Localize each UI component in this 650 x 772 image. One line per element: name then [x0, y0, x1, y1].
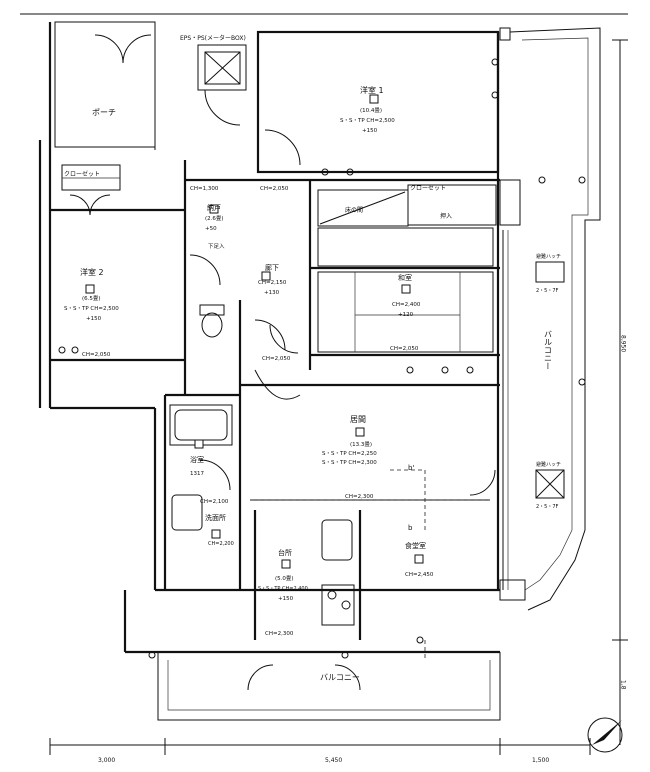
western1-size: (10.4畳): [360, 107, 382, 114]
western1-spec2: +150: [362, 128, 378, 134]
storage-room-size: (2.6畳): [205, 215, 224, 222]
japanese-tokonoma: 床の間: [345, 206, 363, 214]
closet-w2-label: クローゼット: [64, 170, 100, 178]
kitchen-size: (5.0畳): [275, 575, 294, 582]
kitchen-spec2: +150: [278, 596, 294, 602]
corridor-ch-mid: CH=2,050: [390, 346, 419, 352]
living-size: (13.3畳): [350, 441, 372, 448]
bath-size: 1317: [190, 471, 204, 477]
top-equipment-label: EPS・PS(メーターBOX): [180, 34, 246, 42]
storage-room-name: 納戸: [207, 203, 221, 212]
living-ch: CH=2,300: [345, 494, 374, 500]
fixtures: [58, 27, 586, 691]
washroom-ch2: CH=2,200: [208, 541, 234, 547]
living-spec1: S・S・TP CH=2,250: [322, 451, 377, 457]
labels: EPS・PS(メーターBOX) ポーチ 洋室 1 (10.4畳) S・S・TP …: [64, 34, 627, 764]
dim-side-bottom: 1,8: [620, 680, 627, 690]
western1-spec1: S・S・TP CH=2,500: [340, 118, 395, 124]
western2-name: 洋室 2: [80, 267, 104, 277]
washroom-name: 洗面所: [205, 513, 226, 522]
western2-spec1: S・S・TP CH=2,500: [64, 306, 119, 312]
kitchen-name: 台所: [278, 548, 292, 557]
closet-w1-label: クローゼット: [410, 184, 446, 192]
storage-room-level: +50: [205, 226, 217, 232]
mark-b-top: b': [408, 464, 414, 472]
storage-room-ch: CH=1,300: [190, 186, 219, 192]
north-arrow-icon: [587, 717, 623, 753]
western2-spec2: +150: [86, 316, 102, 322]
corridor-level: +130: [264, 290, 280, 296]
corridor-ch-bottom: CH=2,050: [262, 356, 291, 362]
mark-b-bottom: b: [408, 524, 413, 532]
japanese-ch: CH=2,400: [392, 302, 421, 308]
hatch-sub-1: 2・5・7F: [536, 288, 559, 294]
corridor-name: 廊下: [265, 263, 279, 272]
dim-middle: 5,450: [325, 757, 342, 764]
living-spec2: S・S・TP CH=2,300: [322, 460, 377, 466]
dining-name: 食堂室: [405, 541, 426, 550]
dim-left: 3,000: [98, 757, 115, 764]
hatch-label-2: 避難ハッチ: [536, 461, 561, 468]
hatch-sub-2: 2・5・7F: [536, 504, 559, 510]
western2-size: (6.5畳): [82, 295, 101, 302]
corridor-ch: CH=2,150: [258, 280, 287, 286]
balcony-south-label: バルコニー: [320, 673, 360, 682]
kitchen-spec1: S・S・TP CH=2,400: [258, 586, 308, 592]
japanese-storage: 押入: [440, 212, 452, 220]
dining-ch: CH=2,450: [405, 572, 434, 578]
dim-right: 1,500: [532, 757, 549, 764]
bath-name: 浴室: [190, 455, 204, 464]
hatch-label-1: 避難ハッチ: [536, 253, 561, 260]
living-name: 居間: [350, 415, 366, 424]
dimension-bottom: [49, 39, 628, 755]
washroom-ch: CH=2,100: [200, 499, 229, 505]
storage-room-sub: 下足入: [208, 243, 225, 250]
balcony-east-label: バルコニー: [544, 330, 553, 370]
japanese-name: 和室: [398, 273, 412, 282]
kitchen-ch: CH=2,300: [265, 631, 294, 637]
japanese-level: +120: [398, 312, 414, 318]
outer-walls: [20, 13, 628, 721]
dim-side-top: 8,950: [620, 335, 627, 352]
western1-name: 洋室 1: [360, 85, 384, 95]
western2-ch: CH=2,050: [82, 352, 111, 358]
corridor-ch-right: CH=2,050: [260, 186, 289, 192]
porch-label: ポーチ: [92, 108, 116, 117]
